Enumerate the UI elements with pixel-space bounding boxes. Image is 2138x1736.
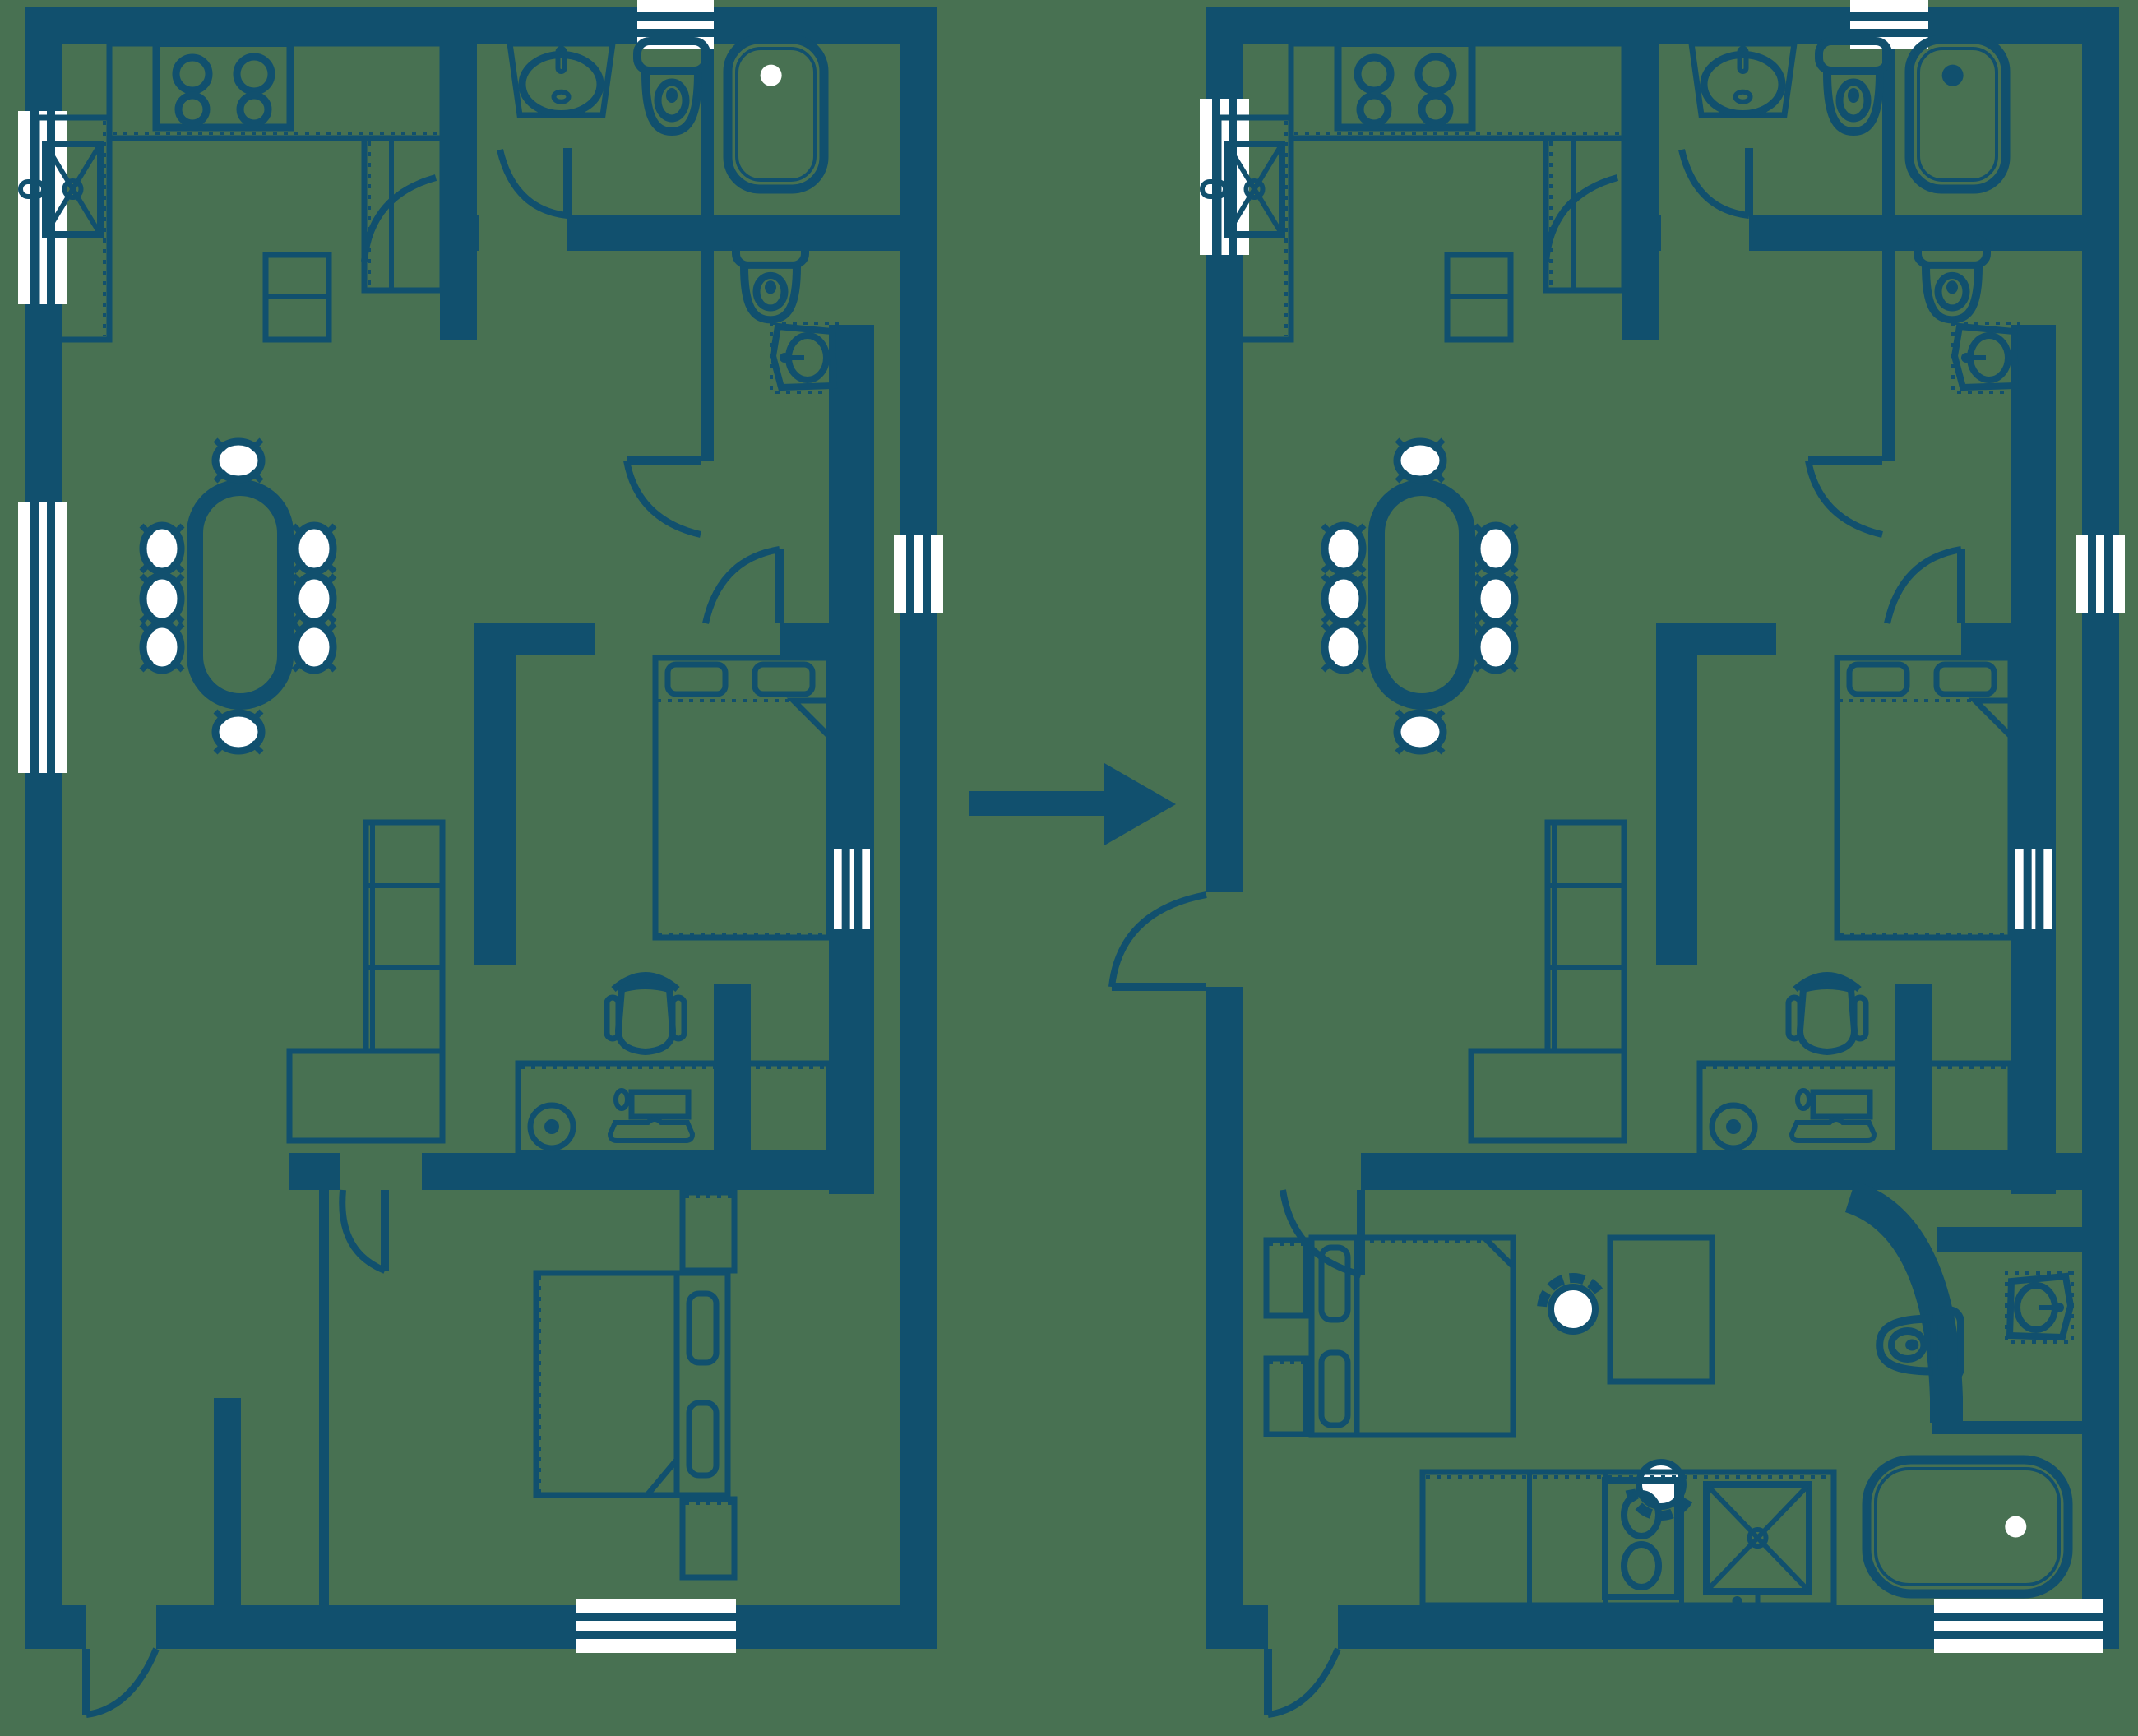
kitchen-counter [1215, 114, 1294, 343]
dining-chair [139, 572, 185, 626]
cabinet [1468, 1048, 1627, 1144]
dining-chair [139, 620, 185, 674]
dining-chair [1473, 620, 1519, 674]
kitchen-sink [1703, 1481, 1812, 1609]
door [1264, 1647, 1341, 1718]
stove-4-burner [1334, 27, 1476, 132]
dining-chair [291, 620, 337, 674]
wall-sink [1951, 322, 2020, 394]
cabinet [1607, 1234, 1715, 1385]
bathtub [1904, 35, 2011, 194]
walls [1206, 7, 2119, 1649]
dining-chair [1473, 521, 1519, 576]
door [82, 1647, 160, 1718]
dining-table [1368, 479, 1475, 710]
toilet [633, 37, 710, 137]
dining-chair [1321, 620, 1367, 674]
cabinet [363, 819, 446, 1054]
window [894, 535, 943, 613]
door [339, 1189, 389, 1274]
window [834, 849, 870, 929]
kitchen-counter [1288, 40, 1627, 141]
toilet [1914, 234, 1991, 324]
kitchen-counter [106, 40, 446, 141]
dining-chair [211, 437, 266, 484]
double-bed [1834, 655, 2014, 941]
door [1884, 546, 1965, 624]
stove-2-burner [1602, 1477, 1681, 1600]
dining-chair [1393, 709, 1447, 755]
dining-chair [139, 521, 185, 576]
bedside-table [679, 1496, 738, 1581]
bedside-table [1263, 1355, 1309, 1437]
double-bed [533, 1270, 731, 1498]
kitchen-counter [361, 135, 446, 294]
furniture [1200, 27, 2075, 1609]
door [1805, 456, 1883, 538]
lounge-chair [1537, 1273, 1604, 1335]
dining-chair [1321, 572, 1367, 626]
toilet [1815, 37, 1892, 137]
dining-table [187, 479, 294, 710]
double-bed [1308, 1234, 1516, 1438]
double-bed [652, 655, 832, 941]
dining-chair [1473, 572, 1519, 626]
door [497, 148, 572, 219]
window [2076, 535, 2125, 613]
bathtub [1862, 1455, 2073, 1599]
door [623, 456, 701, 538]
doors [82, 148, 784, 1718]
toilet [732, 234, 809, 324]
door [1108, 891, 1207, 991]
kitchen-sink [1200, 141, 1285, 238]
cabinet [1544, 819, 1627, 1054]
bedside-table [1263, 1237, 1309, 1319]
dining-chair [1321, 521, 1367, 576]
wall-sink [2005, 1271, 2075, 1344]
cabinet [286, 1048, 446, 1144]
cabinet [262, 252, 332, 343]
window [2015, 849, 2052, 929]
floor-plan-before [18, 0, 943, 1718]
desk [1696, 1060, 2014, 1156]
dining-chair [1393, 437, 1447, 484]
bathroom-sink [506, 40, 617, 118]
office-chair [604, 972, 687, 1056]
transform-arrow [969, 763, 1176, 845]
bathroom-sink [1687, 40, 1798, 118]
dining-chair [211, 709, 266, 755]
furniture [18, 27, 839, 1581]
window [576, 1599, 736, 1653]
office-chair [1785, 972, 1869, 1056]
wall-sink [769, 322, 839, 394]
cabinet [1444, 252, 1514, 343]
window [1934, 1599, 2103, 1653]
floor-plan-after [1108, 0, 2125, 1718]
walls [25, 7, 937, 1649]
window [18, 502, 67, 773]
door [361, 174, 437, 262]
kitchen-counter [1543, 135, 1627, 294]
bedside-table [679, 1189, 738, 1274]
dining-chair [291, 521, 337, 576]
bathtub [723, 35, 829, 194]
kitchen-counter [34, 114, 113, 343]
desk [515, 1060, 832, 1156]
toilet [1876, 1306, 1964, 1384]
dining-chair [291, 572, 337, 626]
kitchen-sink [18, 141, 104, 238]
door [702, 546, 784, 624]
door [1678, 148, 1753, 219]
door [1543, 174, 1619, 262]
